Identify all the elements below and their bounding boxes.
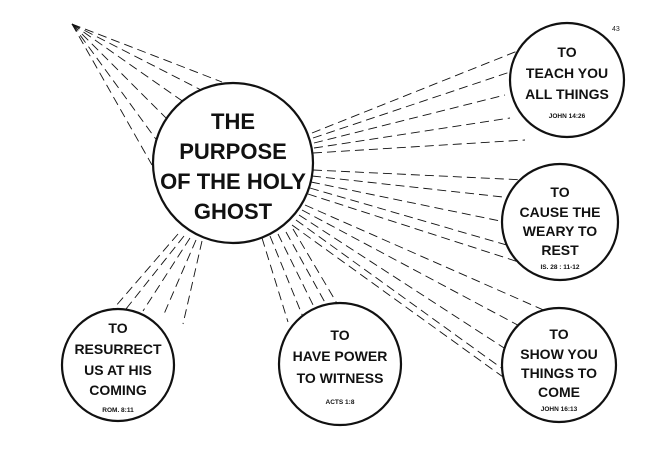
ray-witness bbox=[285, 231, 334, 318]
ray-come bbox=[301, 209, 528, 331]
ray-resurrect bbox=[121, 235, 185, 315]
node-come-circle bbox=[500, 306, 618, 424]
page-number: 43 bbox=[612, 26, 620, 33]
center-line: GHOST bbox=[194, 199, 273, 224]
node-come-line: COME bbox=[538, 384, 580, 400]
rays-come bbox=[291, 204, 549, 401]
node-resurrect-line: COMING bbox=[89, 382, 147, 398]
node-teach: TO TEACH YOU ALL THINGS JOHN 14:26 bbox=[508, 21, 626, 139]
node-rest-ref: IS. 28 : 11-12 bbox=[540, 264, 579, 271]
node-rest-line: REST bbox=[541, 242, 579, 258]
center-line: THE bbox=[211, 109, 255, 134]
ray-rest bbox=[307, 193, 529, 266]
node-resurrect-ref: ROM. 8:11 bbox=[102, 407, 134, 414]
ray-apex bbox=[71, 23, 206, 93]
node-resurrect-line: RESURRECT bbox=[74, 341, 162, 357]
ray-teach bbox=[313, 117, 511, 149]
node-come-ref: JOHN 16:13 bbox=[541, 406, 578, 413]
node-teach-ref: JOHN 14:26 bbox=[549, 113, 586, 120]
ray-resurrect bbox=[101, 233, 179, 323]
ray-witness bbox=[261, 237, 289, 323]
center-circle bbox=[151, 81, 315, 245]
node-rest-circle bbox=[500, 162, 620, 282]
ray-apex bbox=[71, 23, 153, 166]
node-rest-line: CAUSE THE bbox=[520, 204, 601, 220]
ray-come bbox=[298, 214, 516, 356]
node-witness-line: TO WITNESS bbox=[297, 370, 384, 386]
center-node: THE PURPOSE OF THE HOLY GHOST bbox=[151, 81, 315, 245]
ray-apex bbox=[71, 23, 189, 106]
node-come-line: THINGS TO bbox=[521, 365, 597, 381]
node-teach-line: ALL THINGS bbox=[525, 86, 609, 102]
ray-come bbox=[295, 219, 519, 381]
ray-witness bbox=[277, 233, 319, 316]
ray-resurrect bbox=[182, 240, 203, 325]
ray-come bbox=[304, 204, 549, 313]
node-witness-line: HAVE POWER bbox=[293, 348, 388, 364]
node-rest-line: TO bbox=[550, 184, 569, 200]
node-teach-circle bbox=[508, 21, 626, 139]
node-resurrect-circle bbox=[60, 307, 176, 423]
node-come-line: SHOW YOU bbox=[520, 346, 598, 362]
node-resurrect-line: US AT HIS bbox=[84, 362, 152, 378]
node-witness-ref: ACTS 1:8 bbox=[326, 399, 355, 406]
ray-teach bbox=[312, 71, 511, 139]
node-come-line: TO bbox=[549, 326, 568, 342]
ray-rest bbox=[309, 187, 511, 247]
center-line: PURPOSE bbox=[179, 139, 287, 164]
ray-resurrect bbox=[142, 237, 191, 312]
rays-resurrect bbox=[101, 233, 203, 325]
ray-teach bbox=[313, 94, 506, 144]
node-witness: TO HAVE POWER TO WITNESS ACTS 1:8 bbox=[277, 301, 403, 427]
rays-rest bbox=[307, 169, 529, 266]
node-teach-line: TO bbox=[557, 44, 576, 60]
rays-teach bbox=[311, 49, 526, 154]
ray-apex bbox=[71, 23, 159, 143]
center-line: OF THE HOLY bbox=[160, 169, 306, 194]
rays-apex bbox=[71, 23, 223, 166]
node-witness-circle bbox=[277, 301, 403, 427]
node-witness-line: TO bbox=[330, 327, 349, 343]
ray-teach bbox=[311, 49, 521, 134]
ray-come bbox=[291, 224, 536, 401]
node-resurrect: TO RESURRECT US AT HIS COMING ROM. 8:11 bbox=[60, 307, 176, 423]
node-come: TO SHOW YOU THINGS TO COME JOHN 16:13 bbox=[500, 306, 618, 424]
ray-rest bbox=[311, 175, 513, 199]
node-resurrect-line: TO bbox=[108, 320, 127, 336]
ray-apex bbox=[71, 23, 171, 123]
ray-witness bbox=[269, 235, 304, 318]
ray-resurrect bbox=[163, 239, 197, 315]
ray-teach bbox=[312, 139, 526, 154]
ray-rest bbox=[312, 169, 526, 181]
ray-apex bbox=[71, 23, 223, 83]
ray-rest bbox=[310, 181, 506, 223]
node-rest-line: WEARY TO bbox=[523, 223, 598, 239]
node-teach-line: TEACH YOU bbox=[526, 65, 608, 81]
node-rest: TO CAUSE THE WEARY TO REST IS. 28 : 11-1… bbox=[500, 162, 620, 282]
